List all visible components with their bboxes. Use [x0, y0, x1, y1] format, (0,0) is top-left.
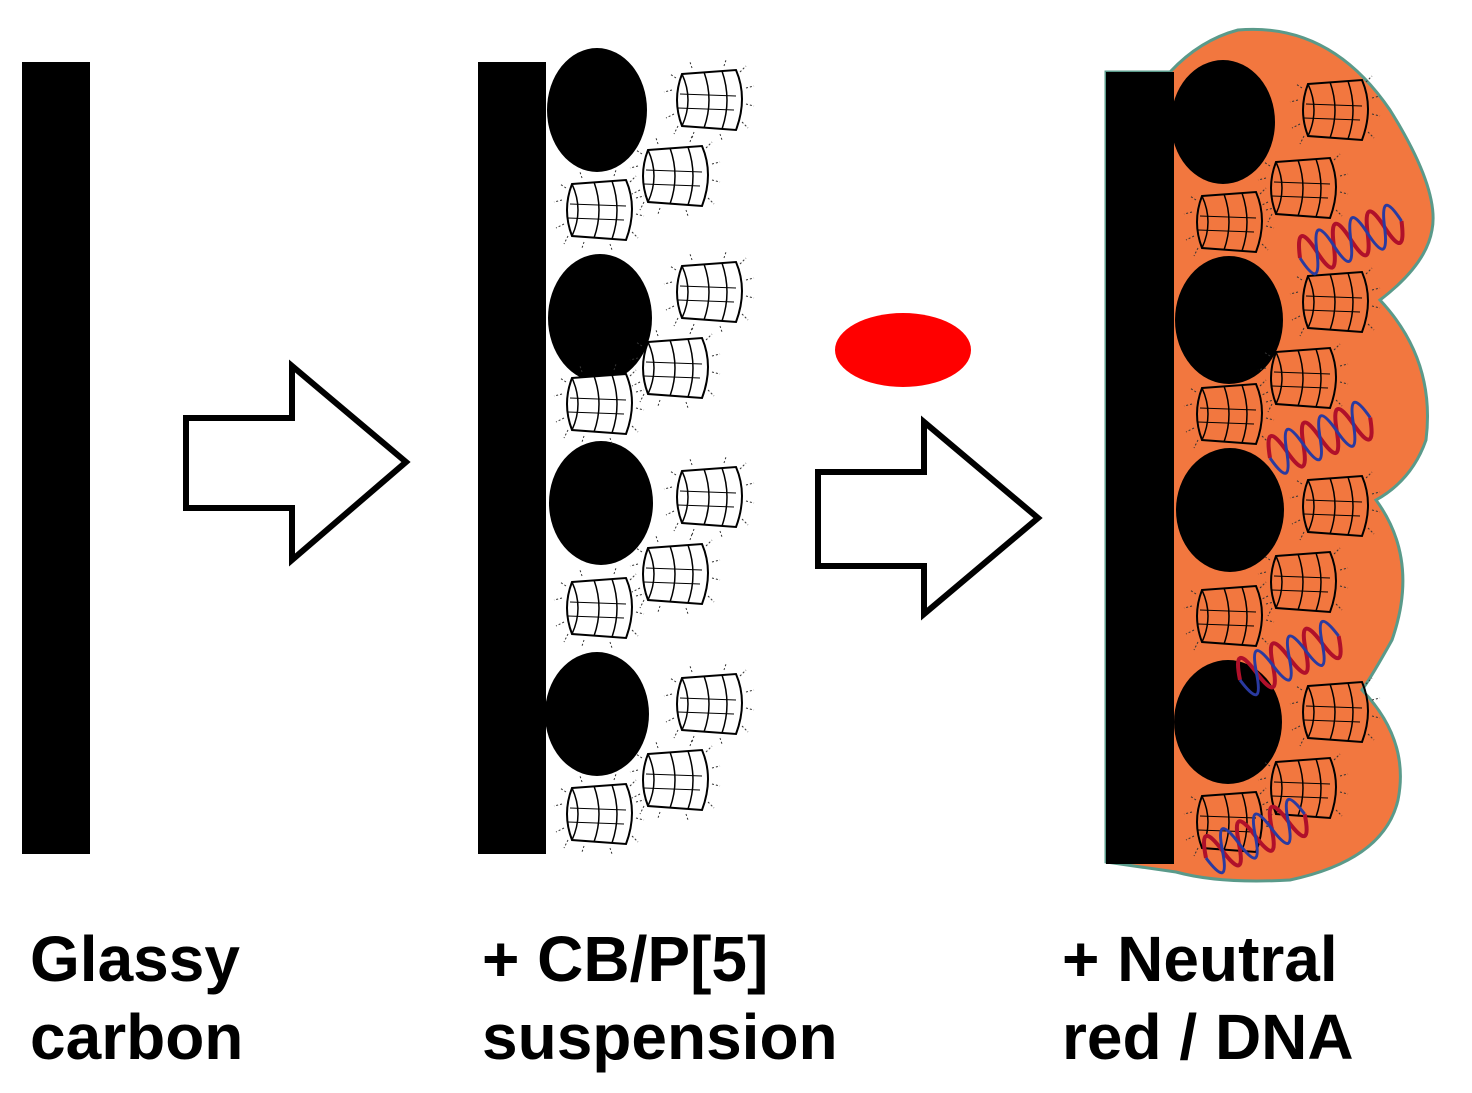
block-arrow-right-icon [183, 359, 411, 567]
stage-label-line: suspension [482, 1001, 838, 1073]
carbon-black-particle [1176, 448, 1284, 572]
carbon-black-particle [1175, 256, 1283, 384]
pillararene-icon [663, 251, 755, 333]
pillararene-icon [663, 59, 755, 141]
stage-label-line: carbon [30, 1001, 244, 1073]
glassy-carbon-electrode [478, 62, 546, 854]
pillararene-icon [629, 135, 721, 217]
stage-label-cb-p5: + CB/P[5] suspension [482, 920, 838, 1076]
pillararene-icon [553, 773, 645, 855]
stage-2-electrode [478, 48, 755, 855]
carbon-black-particle [547, 48, 647, 172]
pillararene-icon [553, 567, 645, 649]
carbon-black-particle [545, 652, 649, 776]
block-arrow-right-icon [815, 415, 1043, 621]
carbon-black-particle [549, 441, 653, 565]
stage-label-line: + Neutral [1062, 923, 1338, 995]
carbon-black-particle [1174, 660, 1282, 784]
carbon-black-particle [548, 254, 652, 382]
pillararene-icon [553, 363, 645, 445]
pillararene-icon [663, 663, 755, 745]
stage-label-line: Glassy [30, 923, 240, 995]
pillararene-icon [629, 533, 721, 615]
stage-3-electrode [1104, 27, 1435, 883]
stage-label-line: + CB/P[5] [482, 923, 769, 995]
glassy-carbon-electrode [22, 62, 90, 854]
carbon-black-particle [1171, 60, 1275, 184]
pillararene-icon [553, 169, 645, 251]
pillararene-icon [629, 739, 721, 821]
stage-label-line: red / DNA [1062, 1001, 1354, 1073]
stage-label-neutral-red-dna: + Neutral red / DNA [1062, 920, 1354, 1076]
red-ellipse-icon [835, 313, 971, 387]
stage-label-glassy-carbon: Glassy carbon [30, 920, 243, 1076]
pillararene-icon [663, 456, 755, 538]
glassy-carbon-electrode [1106, 72, 1174, 864]
